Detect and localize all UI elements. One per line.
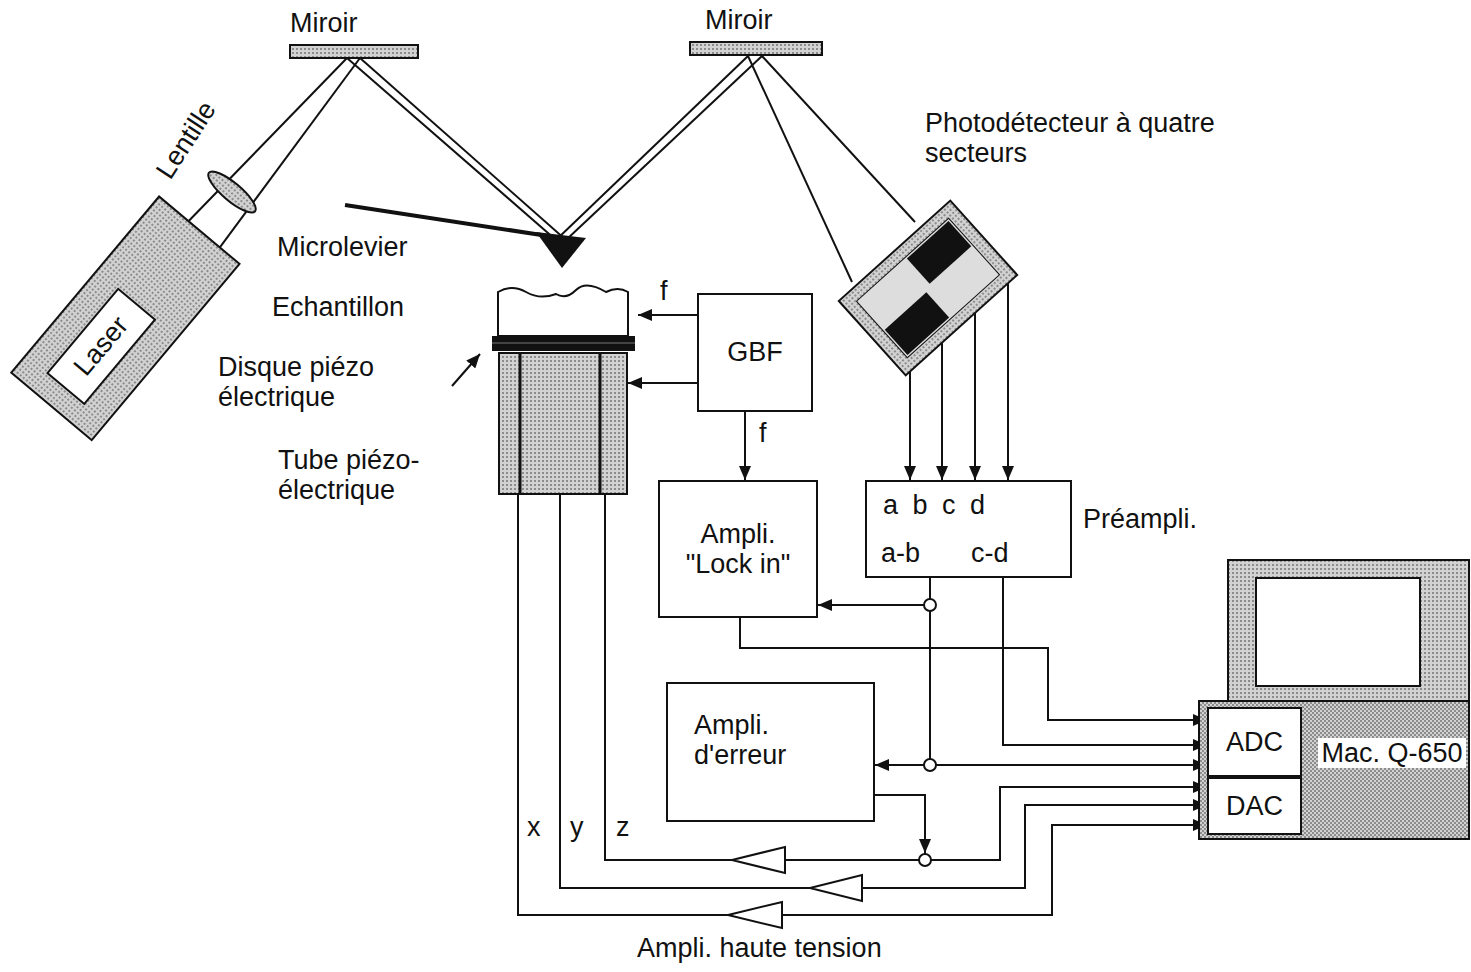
- junction-dot: [924, 599, 936, 611]
- computer-monitor: [1256, 578, 1420, 686]
- signal-wire: [909, 370, 911, 480]
- hv-amplifier: [810, 875, 862, 901]
- piezo-disc: [492, 343, 635, 344]
- edge-label: f: [757, 418, 769, 448]
- leader-arrow: [452, 354, 480, 386]
- sample: [498, 285, 628, 336]
- node-text: c-d: [971, 538, 1009, 568]
- signal-wire: [628, 382, 697, 384]
- detector-sector: [885, 292, 949, 355]
- detector-shape: [835, 200, 1022, 375]
- lens: [203, 166, 261, 218]
- laser-shape: [11, 196, 239, 440]
- laser-beam: [212, 58, 360, 258]
- laser-beam: [347, 58, 556, 240]
- part-label: Miroir: [290, 8, 358, 38]
- mirror: [690, 42, 822, 55]
- signal-wire: [875, 578, 930, 765]
- cantilever: [345, 205, 548, 236]
- preamp-box: a b c da-bc-dPréampli.: [865, 480, 1072, 578]
- node-text: Photodétecteur à quatre secteurs: [925, 108, 1215, 168]
- part-label: Miroir: [705, 5, 773, 35]
- signal-wire: [818, 578, 930, 605]
- part-label: Disque piézo électrique: [218, 352, 433, 412]
- converter-box: ADC: [1207, 707, 1302, 777]
- computer-monitor: [1228, 560, 1469, 702]
- junction-dot: [924, 759, 936, 771]
- signal-wire: [941, 340, 943, 480]
- laser-beam: [556, 56, 748, 240]
- detector-housing: [839, 201, 1017, 376]
- laser-beam: [762, 56, 915, 222]
- node-text: DAC: [1226, 791, 1283, 821]
- node-text: ADC: [1226, 727, 1283, 757]
- laser-beam: [566, 56, 762, 240]
- tube-electrode: [519, 352, 522, 495]
- detector-face: [856, 218, 999, 357]
- node-text: a b c d: [883, 490, 985, 520]
- laser-housing: [11, 196, 239, 440]
- hv-amplifier: [728, 847, 862, 928]
- laser-beam: [178, 56, 915, 282]
- cantilever: [536, 232, 586, 268]
- signal-wire: [974, 309, 976, 480]
- part-label: Microlevier: [277, 232, 408, 262]
- part-label: f: [660, 276, 668, 306]
- signal-wire: [1007, 278, 1009, 480]
- edge-label: z: [614, 812, 632, 842]
- error-arrowhead: [924, 830, 926, 853]
- node-text: Tube piézo- électrique: [278, 445, 488, 505]
- sample: [498, 285, 628, 336]
- photodetector: Photodétecteur à quatre secteurs: [835, 200, 1022, 375]
- amplifier-box: Ampli. d'erreur: [666, 682, 875, 822]
- laser-beam: [748, 56, 852, 282]
- excitation-wire: [638, 314, 697, 316]
- edge-label: x: [525, 812, 543, 842]
- piezo-disc: [492, 336, 635, 351]
- laser-shape: [11, 196, 239, 440]
- generator-box: GBF: [697, 293, 813, 412]
- node-text: Préampli.: [1083, 504, 1197, 534]
- hv-amplifier: [732, 847, 785, 873]
- tube-body: [499, 353, 627, 494]
- mirror: [290, 42, 822, 58]
- signal-wire: [930, 578, 1207, 765]
- tube-shape: [498, 352, 628, 495]
- part-label: Lentille: [150, 96, 222, 184]
- tube-electrode: [599, 352, 602, 495]
- laser-beam: [178, 58, 347, 232]
- mirror: [290, 45, 418, 58]
- edge-label: y: [568, 812, 586, 842]
- computer-base: Mac. Q-650 ADC DAC: [1198, 700, 1470, 840]
- detector-shape: [839, 201, 1017, 376]
- node-text: GBF: [727, 337, 783, 367]
- node-text: Mac. Q-650: [1318, 738, 1466, 768]
- node-text: Ampli. "Lock in": [668, 519, 808, 579]
- laser-plate: [47, 289, 154, 404]
- leader-arrow: [452, 354, 480, 386]
- node-text: Ampli. d'erreur: [694, 710, 844, 770]
- junction-dot: [919, 599, 936, 866]
- junction-dot: [919, 854, 931, 866]
- computer-monitor: [1228, 560, 1469, 702]
- hv-amplifier: [728, 902, 782, 928]
- signal-wire: [744, 412, 746, 480]
- piezo-disc: [492, 336, 635, 351]
- error-arrowhead: [925, 830, 926, 853]
- piezo-tube: Tube piézo- électrique: [498, 352, 628, 495]
- lens: [203, 166, 261, 218]
- signal-wire: [518, 495, 1207, 915]
- laser-body: Laser: [11, 196, 239, 440]
- part-label: Ampli. haute tension: [637, 933, 882, 963]
- node-text: a-b: [881, 538, 920, 568]
- amplifier-box: Ampli. "Lock in": [658, 480, 818, 618]
- converter-box: DAC: [1207, 777, 1302, 835]
- part-label: Echantillon: [272, 292, 404, 322]
- excitation-wire: [638, 315, 697, 316]
- detector-sector: [907, 221, 971, 284]
